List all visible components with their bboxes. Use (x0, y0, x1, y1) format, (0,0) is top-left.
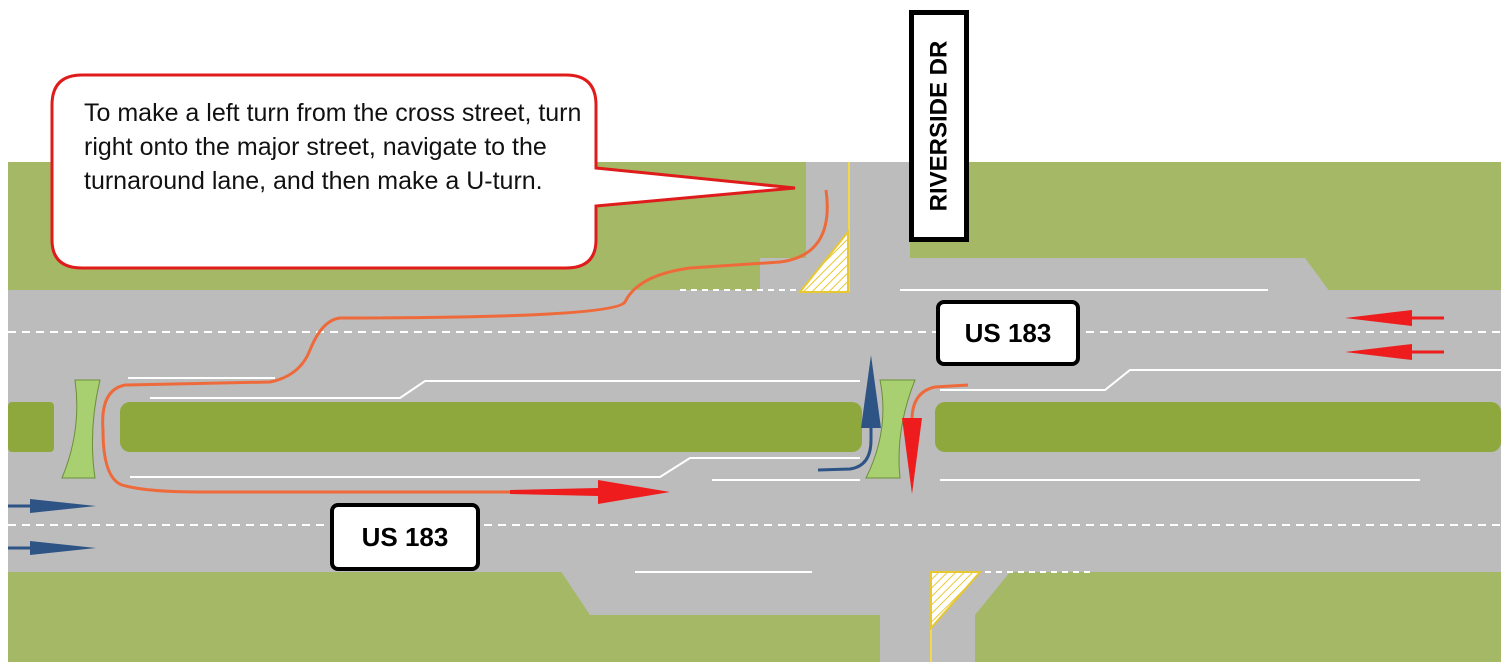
crossover-island-right (865, 379, 916, 479)
eastbound-arrowhead-2 (30, 541, 96, 555)
westbound-arrowhead-2 (1345, 344, 1412, 360)
callout-bubble (50, 73, 796, 270)
blue-turnaround-arrowhead (861, 355, 881, 428)
major-street-label-lower: US 183 (330, 503, 480, 571)
eastbound-arrowhead-1 (30, 499, 96, 513)
south-approach-pavement (560, 570, 1010, 662)
cross-street-sign: RIVERSIDE DR (909, 10, 969, 242)
median-center (120, 402, 862, 452)
u-turn-path (101, 189, 829, 494)
median-left-stub (8, 402, 54, 452)
north-approach-pavement (760, 162, 1330, 292)
callout-text: To make a left turn from the cross stree… (84, 99, 582, 195)
lane-lines (8, 289, 1501, 573)
yellow-markings (797, 162, 983, 662)
median-right (935, 402, 1501, 452)
red-turnaround-arrowhead (902, 418, 922, 494)
blue-turnaround-path (817, 400, 873, 472)
gore-hatch-south (930, 571, 983, 631)
westbound-arrows (1345, 310, 1444, 360)
gore-hatch-north (797, 229, 849, 293)
westbound-arrowhead-1 (1345, 310, 1412, 326)
eastbound-arrows (8, 499, 96, 555)
cross-street-label: RIVERSIDE DR (925, 40, 953, 212)
crossover-island-left (61, 379, 101, 479)
major-street-label-upper: US 183 (936, 300, 1080, 366)
